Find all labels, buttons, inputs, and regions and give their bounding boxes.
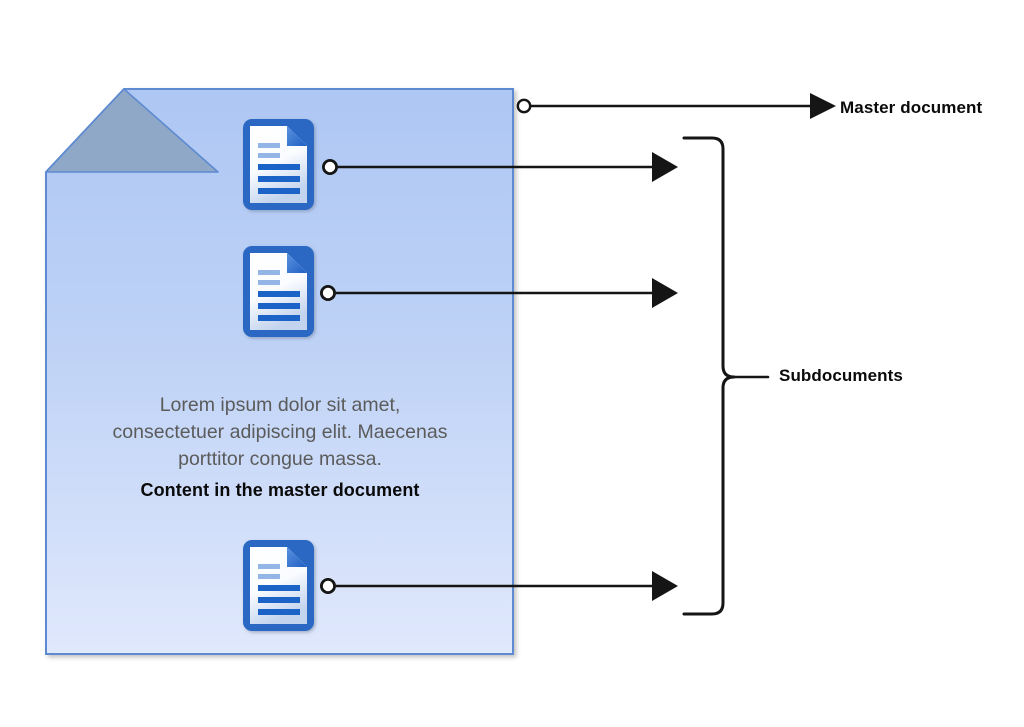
subdocument-icon-1-line-3 [258, 164, 300, 170]
subdocument-icon-1-line-4 [258, 176, 300, 182]
master-document-text-block: Lorem ipsum dolor sit amet, consectetuer… [78, 392, 482, 504]
subdocuments-brace [682, 136, 770, 616]
connector-subdocument-3-arrowhead [652, 571, 678, 601]
subdocument-icon-2-line-2 [258, 280, 280, 285]
connector-master-document-arrowhead [810, 93, 836, 119]
subdocument-icon-2-fold [287, 253, 307, 273]
master-document-label: Master document [840, 98, 983, 117]
connector-subdocument-1 [321, 152, 678, 182]
subdocument-icon-3-line-1 [258, 564, 280, 569]
subdocument-icon-2-line-4 [258, 303, 300, 309]
subdocument-icon-1[interactable] [243, 119, 314, 210]
master-page-fold-corner [45, 88, 219, 173]
subdocument-icon-3-line-4 [258, 597, 300, 603]
master-body-line-1: Lorem ipsum dolor sit amet, [159, 394, 401, 416]
subdocument-icon-1-fold [287, 126, 307, 146]
subdocument-icon-1-line-5 [258, 188, 300, 194]
connector-subdocument-2-endpoint [319, 284, 336, 301]
connector-subdocument-3-endpoint [319, 578, 336, 595]
subdocuments-label: Subdocuments [779, 366, 903, 385]
subdocument-icon-3-line-2 [258, 574, 280, 579]
connector-subdocument-1-arrowhead [652, 152, 678, 182]
connector-subdocument-1-endpoint [321, 158, 338, 175]
subdocument-icon-2[interactable] [243, 246, 314, 337]
subdocument-icon-3-line-5 [258, 609, 300, 615]
master-body-line-2: consectetuer adipiscing elit. Maecenas [112, 421, 448, 443]
subdocument-icon-2-line-3 [258, 291, 300, 297]
connector-subdocument-2-arrowhead [652, 278, 678, 308]
connector-master-document-endpoint [516, 98, 532, 114]
subdocument-icon-3-fold [287, 547, 307, 567]
subdocument-icon-3-line-3 [258, 585, 300, 591]
subdocument-icon-1-line-1 [258, 143, 280, 148]
connector-subdocument-2 [319, 278, 678, 308]
connector-subdocument-3 [319, 571, 678, 601]
master-emphasis-text: Content in the master document [140, 480, 420, 500]
subdocument-icon-3[interactable] [243, 540, 314, 631]
master-body-line-3: porttitor congue massa. [178, 448, 382, 470]
subdocument-icon-2-line-5 [258, 315, 300, 321]
subdocument-icon-1-line-2 [258, 153, 280, 158]
connector-master-document [516, 93, 836, 119]
subdocument-icon-2-line-1 [258, 270, 280, 275]
subdocuments-brace-path [682, 136, 736, 616]
